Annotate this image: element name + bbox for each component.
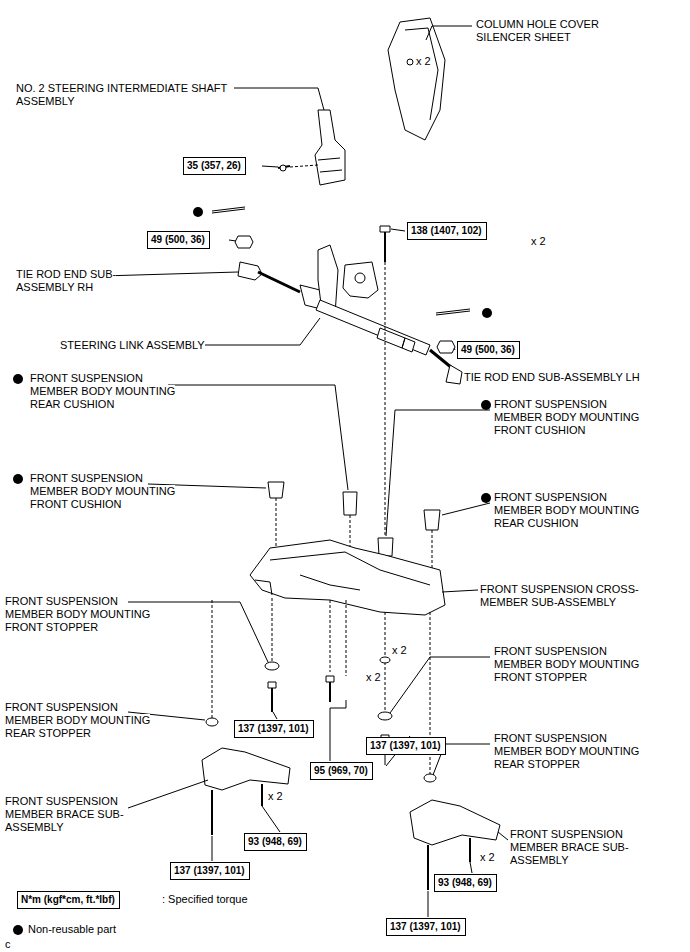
label-text: : Specified torque [162,893,248,905]
figure-code: c [5,938,11,951]
part-name: FRONT SUSPENSION MEMBER BODY MOUNTING RE… [494,732,649,771]
label-text: COLUMN HOLE COVER SILENCER SHEET [476,18,599,43]
label-text: STEERING LINK ASSEMBLY [60,339,205,351]
torque-legend-box: N*m (kgf*cm, ft.*lbf) [17,891,120,909]
part-name: FRONT SUSPENSION MEMBER BODY MOUNTING FR… [494,398,649,437]
part-name: FRONT SUSPENSION MEMBER BRACE SUB-ASSEMB… [5,795,135,834]
torque-box: 137 (1397, 101) [386,918,466,936]
part-name: FRONT SUSPENSION MEMBER BODY MOUNTING FR… [494,645,649,684]
quantity-note: x 2 [392,644,407,657]
torque-box: 49 (500, 36) [457,341,520,359]
label-text: x 2 [268,790,283,802]
part-name: FRONT SUSPENSION MEMBER BODY MOUNTING FR… [5,595,160,634]
part-name: FRONT SUSPENSION MEMBER BODY MOUNTING RE… [30,372,185,411]
label-text: x 2 [392,644,407,656]
quantity-note: x 2 [416,55,431,68]
label-text: x 2 [480,851,495,863]
torque-box: 93 (948, 69) [244,833,307,851]
torque-value: 137 (1397, 101) [238,723,309,734]
label-text: FRONT SUSPENSION MEMBER BRACE SUB-ASSEMB… [510,828,629,866]
torque-value: 93 (948, 69) [248,836,302,847]
label-text: TIE ROD END SUB-ASSEMBLY LH [464,371,640,383]
part-name: : Specified torque [162,893,248,906]
torque-value: 137 (1397, 101) [370,740,441,751]
label-text: FRONT SUSPENSION MEMBER BODY MOUNTING FR… [5,595,150,633]
quantity-note: x 2 [531,235,546,248]
label-text: c [5,938,11,950]
legend-entry: Non-reusable part [28,923,116,936]
torque-box: 137 (1397, 101) [170,862,250,880]
part-name: FRONT SUSPENSION MEMBER BODY MOUNTING RE… [5,701,160,740]
torque-box: 138 (1407, 102) [407,222,487,240]
quantity-note: x 2 [366,671,381,684]
quantity-note: x 2 [268,790,283,803]
label-text: NO. 2 STEERING INTERMEDIATE SHAFT ASSEMB… [16,82,227,107]
label-text: TIE ROD END SUB-ASSEMBLY RH [16,268,116,293]
label-text: FRONT SUSPENSION MEMBER BODY MOUNTING FR… [494,645,639,683]
part-name: NO. 2 STEERING INTERMEDIATE SHAFT ASSEMB… [16,82,231,108]
torque-box: 137 (1397, 101) [234,720,314,738]
legend-text: Non-reusable part [28,923,116,935]
torque-box: 93 (948, 69) [434,874,497,892]
torque-value: 35 (357, 26) [187,160,241,171]
label-text: x 2 [531,235,546,247]
torque-value: 138 (1407, 102) [411,225,482,236]
torque-box: 137 (1397, 101) [366,737,446,755]
label-text: FRONT SUSPENSION MEMBER BODY MOUNTING RE… [494,491,639,529]
torque-value: 137 (1397, 101) [390,921,461,932]
torque-box: 49 (500, 36) [147,231,210,249]
part-name: FRONT SUSPENSION MEMBER BODY MOUNTING RE… [494,491,649,530]
torque-value: 49 (500, 36) [461,344,515,355]
torque-box: 95 (969, 70) [310,762,373,780]
torque-value: 95 (969, 70) [314,765,368,776]
label-text: FRONT SUSPENSION MEMBER BODY MOUNTING FR… [494,398,639,436]
torque-value: 49 (500, 36) [151,234,205,245]
part-name: FRONT SUSPENSION CROSS-MEMBER SUB-ASSEMB… [480,583,670,609]
part-name: STEERING LINK ASSEMBLY [60,339,205,352]
label-text: FRONT SUSPENSION MEMBER BODY MOUNTING RE… [5,701,150,739]
part-name: FRONT SUSPENSION MEMBER BODY MOUNTING FR… [30,472,185,511]
part-name: TIE ROD END SUB-ASSEMBLY RH [16,268,126,294]
label-text: FRONT SUSPENSION MEMBER BODY MOUNTING RE… [494,732,639,770]
torque-value: N*m (kgf*cm, ft.*lbf) [21,894,115,905]
label-text: FRONT SUSPENSION MEMBER BODY MOUNTING RE… [30,372,175,410]
part-name: TIE ROD END SUB-ASSEMBLY LH [464,371,640,384]
label-text: x 2 [416,55,431,67]
torque-box: 35 (357, 26) [183,157,246,175]
torque-value: 137 (1397, 101) [174,865,245,876]
part-name: COLUMN HOLE COVER SILENCER SHEET [476,18,626,44]
quantity-note: x 2 [480,851,495,864]
label-text: FRONT SUSPENSION MEMBER BRACE SUB-ASSEMB… [5,795,124,833]
part-name: FRONT SUSPENSION MEMBER BRACE SUB-ASSEMB… [510,828,650,867]
label-text: x 2 [366,671,381,683]
label-text: FRONT SUSPENSION CROSS-MEMBER SUB-ASSEMB… [480,583,639,608]
label-text: FRONT SUSPENSION MEMBER BODY MOUNTING FR… [30,472,175,510]
torque-value: 93 (948, 69) [438,877,492,888]
